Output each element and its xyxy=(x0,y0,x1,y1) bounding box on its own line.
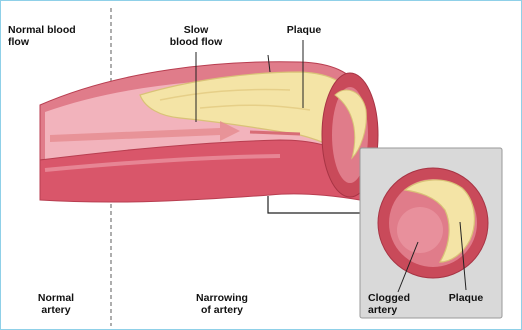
narrowing-label: Narrowing of artery xyxy=(180,292,264,316)
clogged-artery-label: Clogged artery xyxy=(368,292,424,316)
inset-lumen xyxy=(397,207,443,253)
inset-connector xyxy=(268,196,360,213)
normal-artery-label: Normal artery xyxy=(24,292,88,316)
plaque-top-label: Plaque xyxy=(283,24,325,36)
slow-flow-label: Slow blood flow xyxy=(158,24,234,48)
inset-plaque-label: Plaque xyxy=(444,292,488,304)
slow-flow-arrow xyxy=(250,132,300,134)
normal-flow-label: Normal blood flow xyxy=(8,24,90,48)
